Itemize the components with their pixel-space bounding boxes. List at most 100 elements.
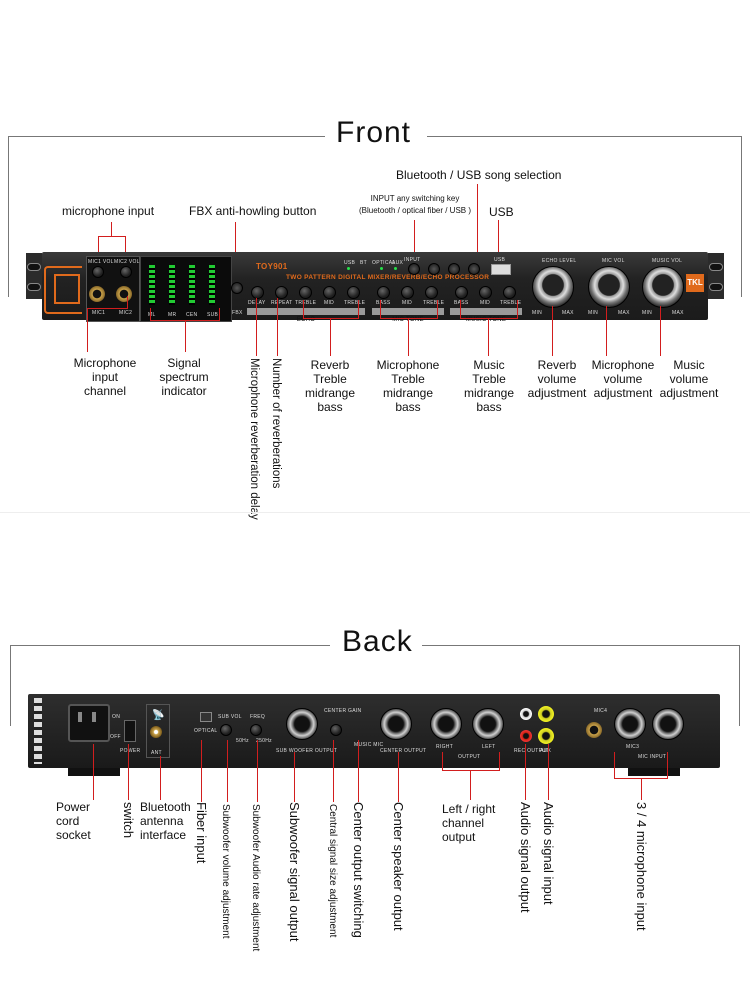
aux-in-2[interactable] <box>538 728 554 744</box>
label-lr-output-1: Left / right <box>442 802 496 816</box>
usb-port[interactable] <box>491 264 511 275</box>
knob-repeat[interactable] <box>275 286 288 299</box>
knob-label-bass-1: BASS <box>376 300 391 306</box>
status-optical: OPTICAL <box>372 260 396 266</box>
label-reverb-volume-1: Reverb <box>537 358 577 372</box>
input-button[interactable] <box>408 263 420 275</box>
label-mic-tone-4: bass <box>395 400 421 414</box>
power-switch[interactable] <box>124 720 136 742</box>
mic-min: MIN <box>588 310 599 316</box>
knob-music-treble[interactable] <box>503 286 516 299</box>
prev-button[interactable] <box>448 263 460 275</box>
label-bt-usb-song: Bluetooth / USB song selection <box>396 168 562 182</box>
music-vol-knob[interactable] <box>642 266 684 308</box>
knob-delay[interactable] <box>251 286 264 299</box>
knob-label-treble-2: TREBLE <box>344 300 366 306</box>
mic1-jack[interactable] <box>89 286 105 302</box>
play-pause-button[interactable] <box>428 263 440 275</box>
label-power-socket: Power cord socket <box>56 800 91 842</box>
music-max: MAX <box>672 310 684 316</box>
meter-ml: ML <box>148 312 156 318</box>
section-bar-music-tone: MUSIC TONE <box>450 308 522 323</box>
label-lr-output-3: output <box>442 830 476 844</box>
mic2-jack[interactable] <box>116 286 132 302</box>
sub-output-label: SUB WOOFER OUTPUT <box>276 748 338 754</box>
label-bt-antenna-2: antenna <box>140 814 184 828</box>
label-mic-tone: Microphone Treble midrange bass <box>368 358 448 414</box>
input-button-label: INPUT <box>404 257 421 263</box>
status-bt: BT <box>360 260 367 266</box>
mic4-xlr-jack[interactable] <box>652 708 684 740</box>
knob-label-mid-1: MID <box>324 300 335 306</box>
label-mic-volume: Microphone volume adjustment <box>586 358 660 400</box>
mic1-vol-knob[interactable] <box>92 266 104 278</box>
mic3-label: MIC3 <box>626 744 640 750</box>
optical-port[interactable] <box>200 712 212 722</box>
echo-max: MAX <box>562 310 574 316</box>
sub-vol-knob[interactable] <box>220 724 232 736</box>
status-aux: AUX <box>392 260 404 266</box>
knob-echo-treble[interactable] <box>299 286 312 299</box>
left-output-jack[interactable] <box>472 708 504 740</box>
label-signal-spectrum-2: spectrum <box>159 370 209 384</box>
label-reverb-tone: Reverb Treble midrange bass <box>296 358 364 414</box>
label-input-switch-1: INPUT any switching key <box>370 194 460 203</box>
mic2-vol-knob[interactable] <box>120 266 132 278</box>
label-input-switch-2: (Bluetooth / optical fiber / USB ) <box>358 206 472 215</box>
label-bt-antenna: Bluetooth antenna interface <box>140 800 191 842</box>
label-reverb-tone-4: bass <box>317 400 343 414</box>
label-mic-volume-3: adjustment <box>593 386 653 400</box>
knob-mic-bass[interactable] <box>377 286 390 299</box>
switch-on-label: ON <box>112 714 121 720</box>
next-button[interactable] <box>468 263 480 275</box>
back-device: ON OFF POWER 📡 ANT OPTICAL SUB VOL FREQ … <box>28 694 720 768</box>
freq-label: FREQ <box>250 714 266 720</box>
knob-mic-mid[interactable] <box>401 286 414 299</box>
aux-in-1[interactable] <box>538 706 554 722</box>
power-socket[interactable] <box>68 704 110 742</box>
section-bar-echo: ECHO <box>247 308 365 323</box>
label-mic-input-channel-1: Microphone <box>73 356 137 370</box>
label-reverb-volume: Reverb volume adjustment <box>522 358 592 400</box>
label-power-socket-1: Power <box>56 800 91 814</box>
switch-off-label: OFF <box>110 734 121 740</box>
echo-level-knob[interactable] <box>532 266 574 308</box>
section-bar-mic-tone: MIC TONE <box>372 308 444 323</box>
optical-label: OPTICAL <box>194 728 218 734</box>
knob-echo-bass[interactable] <box>347 286 360 299</box>
front-title: Front <box>336 116 412 149</box>
knob-echo-mid[interactable] <box>323 286 336 299</box>
mic4-jack[interactable] <box>586 722 602 738</box>
right-output-jack[interactable] <box>430 708 462 740</box>
section-music-tone-label: MUSIC TONE <box>465 317 507 323</box>
meter-sub: SUB <box>207 312 219 318</box>
section-echo-label: ECHO <box>296 317 316 323</box>
knob-label-repeat: REPEAT <box>271 300 293 306</box>
knob-music-bass[interactable] <box>455 286 468 299</box>
rec-out-white[interactable] <box>520 708 532 720</box>
center-gain-knob[interactable] <box>330 724 342 736</box>
label-usb: USB <box>489 205 514 219</box>
knob-music-mid[interactable] <box>479 286 492 299</box>
mic2-vol-label: MIC2 VOL <box>114 259 140 265</box>
fbx-button[interactable] <box>231 282 243 294</box>
label-bt-antenna-1: Bluetooth <box>140 800 191 814</box>
section-mic-tone-label: MIC TONE <box>392 317 424 323</box>
knob-mic-treble[interactable] <box>425 286 438 299</box>
mic3-jack[interactable] <box>614 708 646 740</box>
mic-vol-knob[interactable] <box>588 266 630 308</box>
label-mic-reverb-delay: Microphone reverberation delay <box>248 358 260 520</box>
freq-knob[interactable] <box>250 724 262 736</box>
panel-subtitle: TWO PATTERN DIGITAL MIXER/REVERB/ECHO PR… <box>286 274 490 281</box>
antenna-port[interactable] <box>150 726 162 738</box>
freq-250hz: 250Hz <box>256 738 272 744</box>
sub-output-jack[interactable] <box>286 708 318 740</box>
label-music-tone-1: Music <box>473 358 505 372</box>
label-reverb-tone-3: midrange <box>304 386 356 400</box>
rec-out-red[interactable] <box>520 730 532 742</box>
mic-max: MAX <box>618 310 630 316</box>
label-center-switching: Center output switching <box>351 802 366 938</box>
center-output-jack[interactable] <box>380 708 412 740</box>
label-audio-signal-output: Audio signal output <box>518 802 533 913</box>
sub-vol-label: SUB VOL <box>218 714 242 720</box>
